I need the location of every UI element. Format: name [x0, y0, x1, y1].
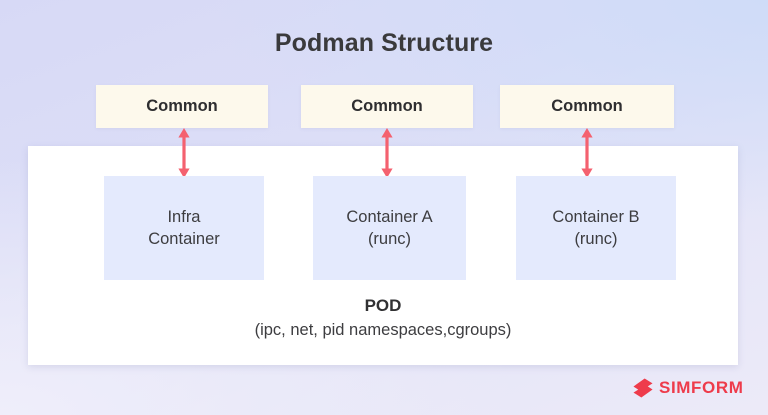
double-headed-arrow-icon-1	[178, 128, 190, 178]
common-box-2: Common	[301, 85, 473, 128]
common-box-label: Common	[351, 97, 423, 115]
simform-wordmark: SIMFORM	[659, 378, 744, 397]
common-box-label: Common	[146, 97, 218, 115]
container-box-label: Infra Container	[148, 207, 220, 248]
container-box-label: Container B (runc)	[552, 207, 640, 248]
simform-s-mark-icon	[633, 378, 653, 398]
simform-logo: SIMFORM	[632, 377, 743, 399]
common-box-3: Common	[500, 85, 674, 128]
container-box-b: Container B (runc)	[516, 176, 676, 280]
pod-subtitle: (ipc, net, pid namespaces,cgroups)	[254, 321, 512, 340]
container-box-label: Container A (runc)	[346, 207, 433, 248]
container-box-a: Container A (runc)	[313, 176, 466, 280]
pod-caption: POD (ipc, net, pid namespaces,cgroups)	[28, 295, 738, 343]
double-headed-arrow-icon-3	[581, 128, 593, 178]
common-box-label: Common	[551, 97, 623, 115]
pod-title: POD	[364, 296, 402, 315]
common-box-1: Common	[96, 85, 268, 128]
page-title: Podman Structure	[274, 29, 494, 57]
double-headed-arrow-icon-2	[381, 128, 393, 178]
container-box-infra: Infra Container	[104, 176, 264, 280]
